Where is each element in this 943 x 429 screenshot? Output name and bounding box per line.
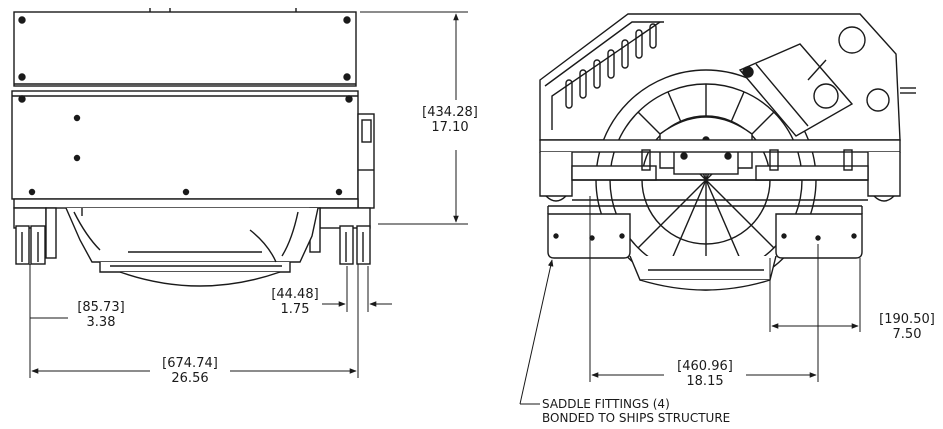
note-line-2: BONDED TO SHIPS STRUCTURE — [542, 411, 731, 425]
saddle-width-right-metric: [190.50] — [879, 312, 935, 327]
saddle-width-left-metric: [44.48] — [271, 287, 319, 302]
saddle-fittings — [547, 205, 863, 259]
saddle-spacing-dimension: [460.96] 18.15 — [664, 359, 746, 389]
mounting-frame — [539, 139, 901, 202]
saddle-spacing-imperial: 18.15 — [686, 374, 724, 389]
saddle-inset-dimension: [85.73] 3.38 — [66, 300, 136, 330]
side-bracket — [357, 113, 375, 209]
saddle-inset-metric: [85.73] — [77, 300, 125, 315]
engine-body — [65, 207, 319, 287]
overall-width-metric: [674.74] — [162, 356, 218, 371]
height-dimension: [434.28] 17.10 — [400, 105, 500, 135]
base-rail — [13, 198, 359, 209]
dimension-lines — [29, 11, 861, 405]
overall-width-imperial: 26.56 — [171, 371, 209, 386]
saddle-width-left-imperial: 1.75 — [280, 302, 310, 317]
right-feet — [309, 207, 371, 265]
note-line-1: SADDLE FITTINGS (4) — [542, 397, 670, 411]
saddle-width-right-imperial: 7.50 — [892, 327, 922, 342]
saddle-width-left-dimension: [44.48] 1.75 — [258, 287, 332, 317]
height-metric: [434.28] — [422, 105, 478, 120]
height-imperial: 17.10 — [431, 120, 469, 135]
overall-width-dimension: [674.74] 26.56 — [150, 356, 230, 386]
front-view — [539, 13, 916, 291]
lower-sump — [629, 255, 777, 291]
alternator — [738, 43, 854, 137]
side-view — [11, 8, 375, 287]
lower-panel — [11, 90, 359, 200]
saddle-width-right-dimension: [190.50] 7.50 — [872, 312, 942, 342]
saddle-inset-imperial: 3.38 — [86, 315, 116, 330]
top-panel — [13, 8, 357, 87]
saddle-spacing-metric: [460.96] — [677, 359, 733, 374]
left-feet — [13, 207, 57, 265]
saddle-fittings-note: SADDLE FITTINGS (4) BONDED TO SHIPS STRU… — [542, 397, 730, 425]
